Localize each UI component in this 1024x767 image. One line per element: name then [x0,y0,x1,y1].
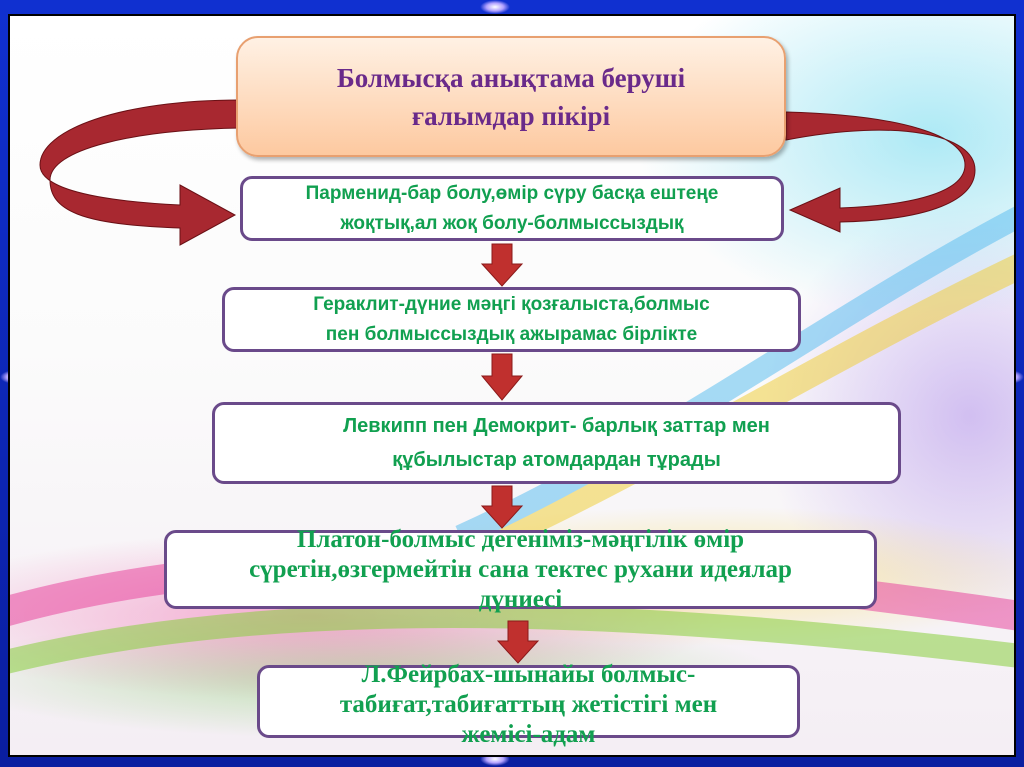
step-text: дүниесі [478,586,563,613]
curved-arrow-right [785,111,976,233]
step-text: сүретін,өзгермейтін сана тектес рухани и… [249,556,792,583]
step-text: жемісі-адам [461,721,596,748]
step-text: пен болмыссыздық ажырамас бірлікте [325,323,698,345]
step-text: жоқтық,ал жоқ болу-болмыссыздық [340,212,684,234]
down-arrow-icon [480,485,524,529]
down-arrow-icon [480,353,524,401]
decorative-stripe [10,604,1014,674]
curved-arrow-left [39,99,241,246]
step-text: құбылыстар атомдардан тұрады [392,449,721,471]
step-plato: Платон-болмыс дегеніміз-мәңгілік өмір сүр… [164,526,877,613]
down-arrow-icon [496,620,540,664]
step-text: табиғат,табиғаттың жетістігі мен [339,691,718,718]
step-text: Платон-болмыс дегеніміз-мәңгілік өмір [296,526,745,553]
down-arrow-icon [480,243,524,287]
step-parmenides: Парменид-бар болу,өмір сүру басқа ештеңе… [240,176,784,241]
title-line: ғалымдар пікірі [411,100,611,131]
step-text: Л.Фейрбах-шынайы болмыс- [361,661,696,688]
step-leucippus-democritus: Левкипп пен Демокрит- барлық заттар мен қ… [212,402,901,484]
step-text: Парменид-бар болу,өмір сүру басқа ештеңе [305,182,719,204]
sparkle-icon [480,0,510,14]
step-feuerbach: Л.Фейрбах-шынайы болмыс-табиғат,табиғатт… [257,661,800,748]
title-line: Болмысқа анықтама беруші [336,62,686,93]
step-text: Левкипп пен Демокрит- барлық заттар мен [343,415,770,437]
diagram-title: Болмысқа анықтама беруші ғалымдар пікірі [236,36,786,157]
step-heraclitus: Гераклит-дүние мәңгі қозғалыста,болмыс пе… [222,287,801,352]
decorative-stripe [455,206,1014,547]
step-text: Гераклит-дүние мәңгі қозғалыста,болмыс [313,293,710,315]
